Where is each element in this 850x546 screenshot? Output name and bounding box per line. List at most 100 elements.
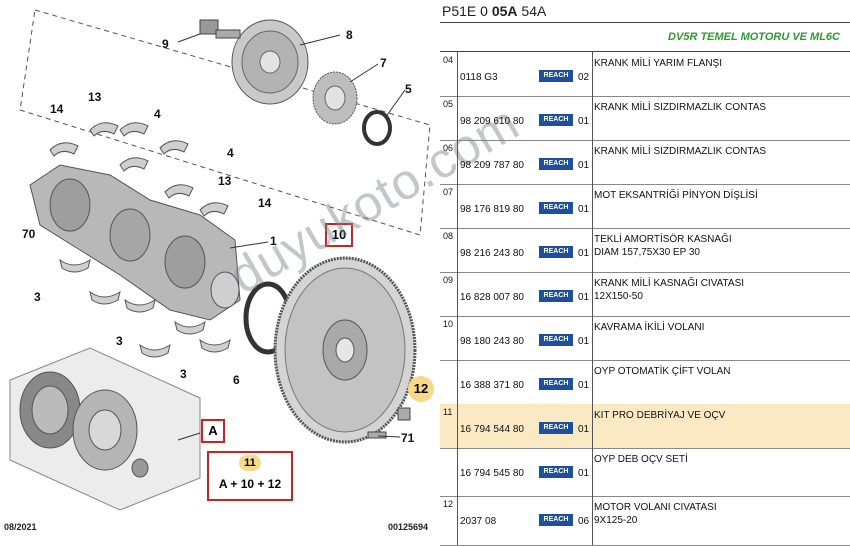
part-reference: 98 209 610 80 <box>460 116 524 127</box>
part-description: KIT PRO DEBRİYAJ VE OÇV <box>594 410 726 421</box>
section-subtitle-bar: DV5R TEMEL MOTORU VE ML6C <box>440 23 850 52</box>
column-divider <box>592 52 593 96</box>
part-description-detail: DIAM 157,75X30 EP 30 <box>594 247 700 258</box>
part-description: OYP OTOMATİK ÇİFT VOLAN <box>594 366 731 377</box>
reach-badge[interactable]: REACH <box>539 290 573 302</box>
part-row[interactable]: 07 98 176 819 80 REACH 01 MOT EKSANTRİĞİ PİN… <box>440 184 850 229</box>
kit-11-marker: 11 <box>239 455 261 471</box>
part-quantity: 02 <box>578 72 590 83</box>
part-index: 07 <box>443 187 454 197</box>
part-12-marker[interactable]: 12 <box>408 376 434 402</box>
part-row[interactable]: 05 98 209 610 80 REACH 01 KRANK MİLİ SIZDIRM… <box>440 96 850 141</box>
footer-code: 00125694 <box>388 522 429 532</box>
kit-11-formula: A + 10 + 12 <box>218 477 282 491</box>
part-index: 06 <box>443 143 454 153</box>
column-divider <box>592 272 593 316</box>
part-description-detail: 9X125-20 <box>594 515 638 526</box>
part-A-box[interactable]: A <box>201 419 225 443</box>
part-reference: 2037 08 <box>460 516 497 527</box>
part-10-box[interactable]: 10 <box>325 223 353 247</box>
reach-badge[interactable]: REACH <box>539 202 573 214</box>
exploded-parts-diagram: 9 8 7 5 14 13 4 4 13 14 70 1 3 3 3 6 71 … <box>4 9 529 532</box>
header-prefix: P51E 0 <box>442 3 492 19</box>
part-row[interactable]: 09 16 828 007 80 REACH 01 KRANK MİLİ KASNAĞI… <box>440 272 850 317</box>
column-divider <box>592 140 593 184</box>
part-index: 08 <box>443 231 454 241</box>
column-divider <box>457 316 458 360</box>
column-divider <box>457 228 458 272</box>
callout-7: 7 <box>380 56 387 70</box>
reach-badge[interactable]: REACH <box>539 466 573 478</box>
part-reference: 98 176 819 80 <box>460 204 524 215</box>
header-suffix: 54A <box>517 3 547 19</box>
part-description: OYP DEB OÇV SETİ <box>594 454 688 465</box>
column-divider <box>592 496 593 545</box>
callout-4: 4 <box>154 107 161 121</box>
part-reference: 98 209 787 80 <box>460 160 524 171</box>
kit-11-box[interactable]: 11 A + 10 + 12 <box>207 451 293 501</box>
part-description: MOT EKSANTRİĞİ PİNYON DİŞLİSİ <box>594 190 758 201</box>
column-divider <box>592 184 593 228</box>
reach-badge[interactable]: REACH <box>539 70 573 82</box>
part-quantity: 01 <box>578 204 590 215</box>
reach-badge[interactable]: REACH <box>539 246 573 258</box>
column-divider <box>457 140 458 184</box>
column-divider <box>592 448 593 496</box>
part-index: 10 <box>443 319 454 329</box>
column-divider <box>592 404 593 448</box>
reach-badge[interactable]: REACH <box>539 514 573 526</box>
callout-3-c: 3 <box>180 367 187 381</box>
part-reference: 16 388 371 80 <box>460 380 524 391</box>
part-reference: 16 828 007 80 <box>460 292 524 303</box>
reach-badge[interactable]: REACH <box>539 158 573 170</box>
header-bold: 05A <box>491 3 518 19</box>
callout-13-b: 13 <box>218 174 232 188</box>
callout-9: 9 <box>162 37 169 51</box>
column-divider <box>457 404 458 448</box>
diagram-artwork <box>9 9 431 511</box>
column-divider <box>457 360 458 404</box>
part-reference: 16 794 545 80 <box>460 468 524 479</box>
callout-4-b: 4 <box>227 146 234 160</box>
column-divider <box>457 184 458 228</box>
part-reference: 16 794 544 80 <box>460 424 524 435</box>
reach-badge[interactable]: REACH <box>539 114 573 126</box>
part-description: KRANK MİLİ KASNAĞI CIVATASI <box>594 278 745 289</box>
part-quantity: 06 <box>578 516 590 527</box>
part-reference: 98 216 243 80 <box>460 248 524 259</box>
part-index: 09 <box>443 275 454 285</box>
callout-3-b: 3 <box>116 334 123 348</box>
column-divider <box>592 360 593 404</box>
footer-date: 08/2021 <box>4 522 37 532</box>
callout-14: 14 <box>50 102 64 116</box>
part-description: TEKLİ AMORTİSÖR KASNAĞI <box>594 234 732 245</box>
column-divider <box>457 496 458 545</box>
part-quantity: 01 <box>578 292 590 303</box>
parts-list-panel: P51E 0 05A 54A DV5R TEMEL MOTORU VE ML6C… <box>440 0 850 546</box>
part-index: 04 <box>443 55 454 65</box>
callout-3: 3 <box>34 290 41 304</box>
part-quantity: 01 <box>578 116 590 127</box>
callout-13: 13 <box>88 90 102 104</box>
reach-badge[interactable]: REACH <box>539 378 573 390</box>
reach-badge[interactable]: REACH <box>539 422 573 434</box>
column-divider <box>457 52 458 96</box>
part-index: 05 <box>443 99 454 109</box>
column-divider <box>592 228 593 272</box>
part-description: KRANK MİLİ SIZDIRMAZLIK CONTAS <box>594 102 767 113</box>
part-reference: 0118 G3 <box>460 72 498 83</box>
part-quantity: 01 <box>578 336 590 347</box>
reach-badge[interactable]: REACH <box>539 334 573 346</box>
callout-14-b: 14 <box>258 196 272 210</box>
column-divider <box>592 316 593 360</box>
part-quantity: 01 <box>578 160 590 171</box>
part-description: MOTOR VOLANI CIVATASI <box>594 502 717 513</box>
